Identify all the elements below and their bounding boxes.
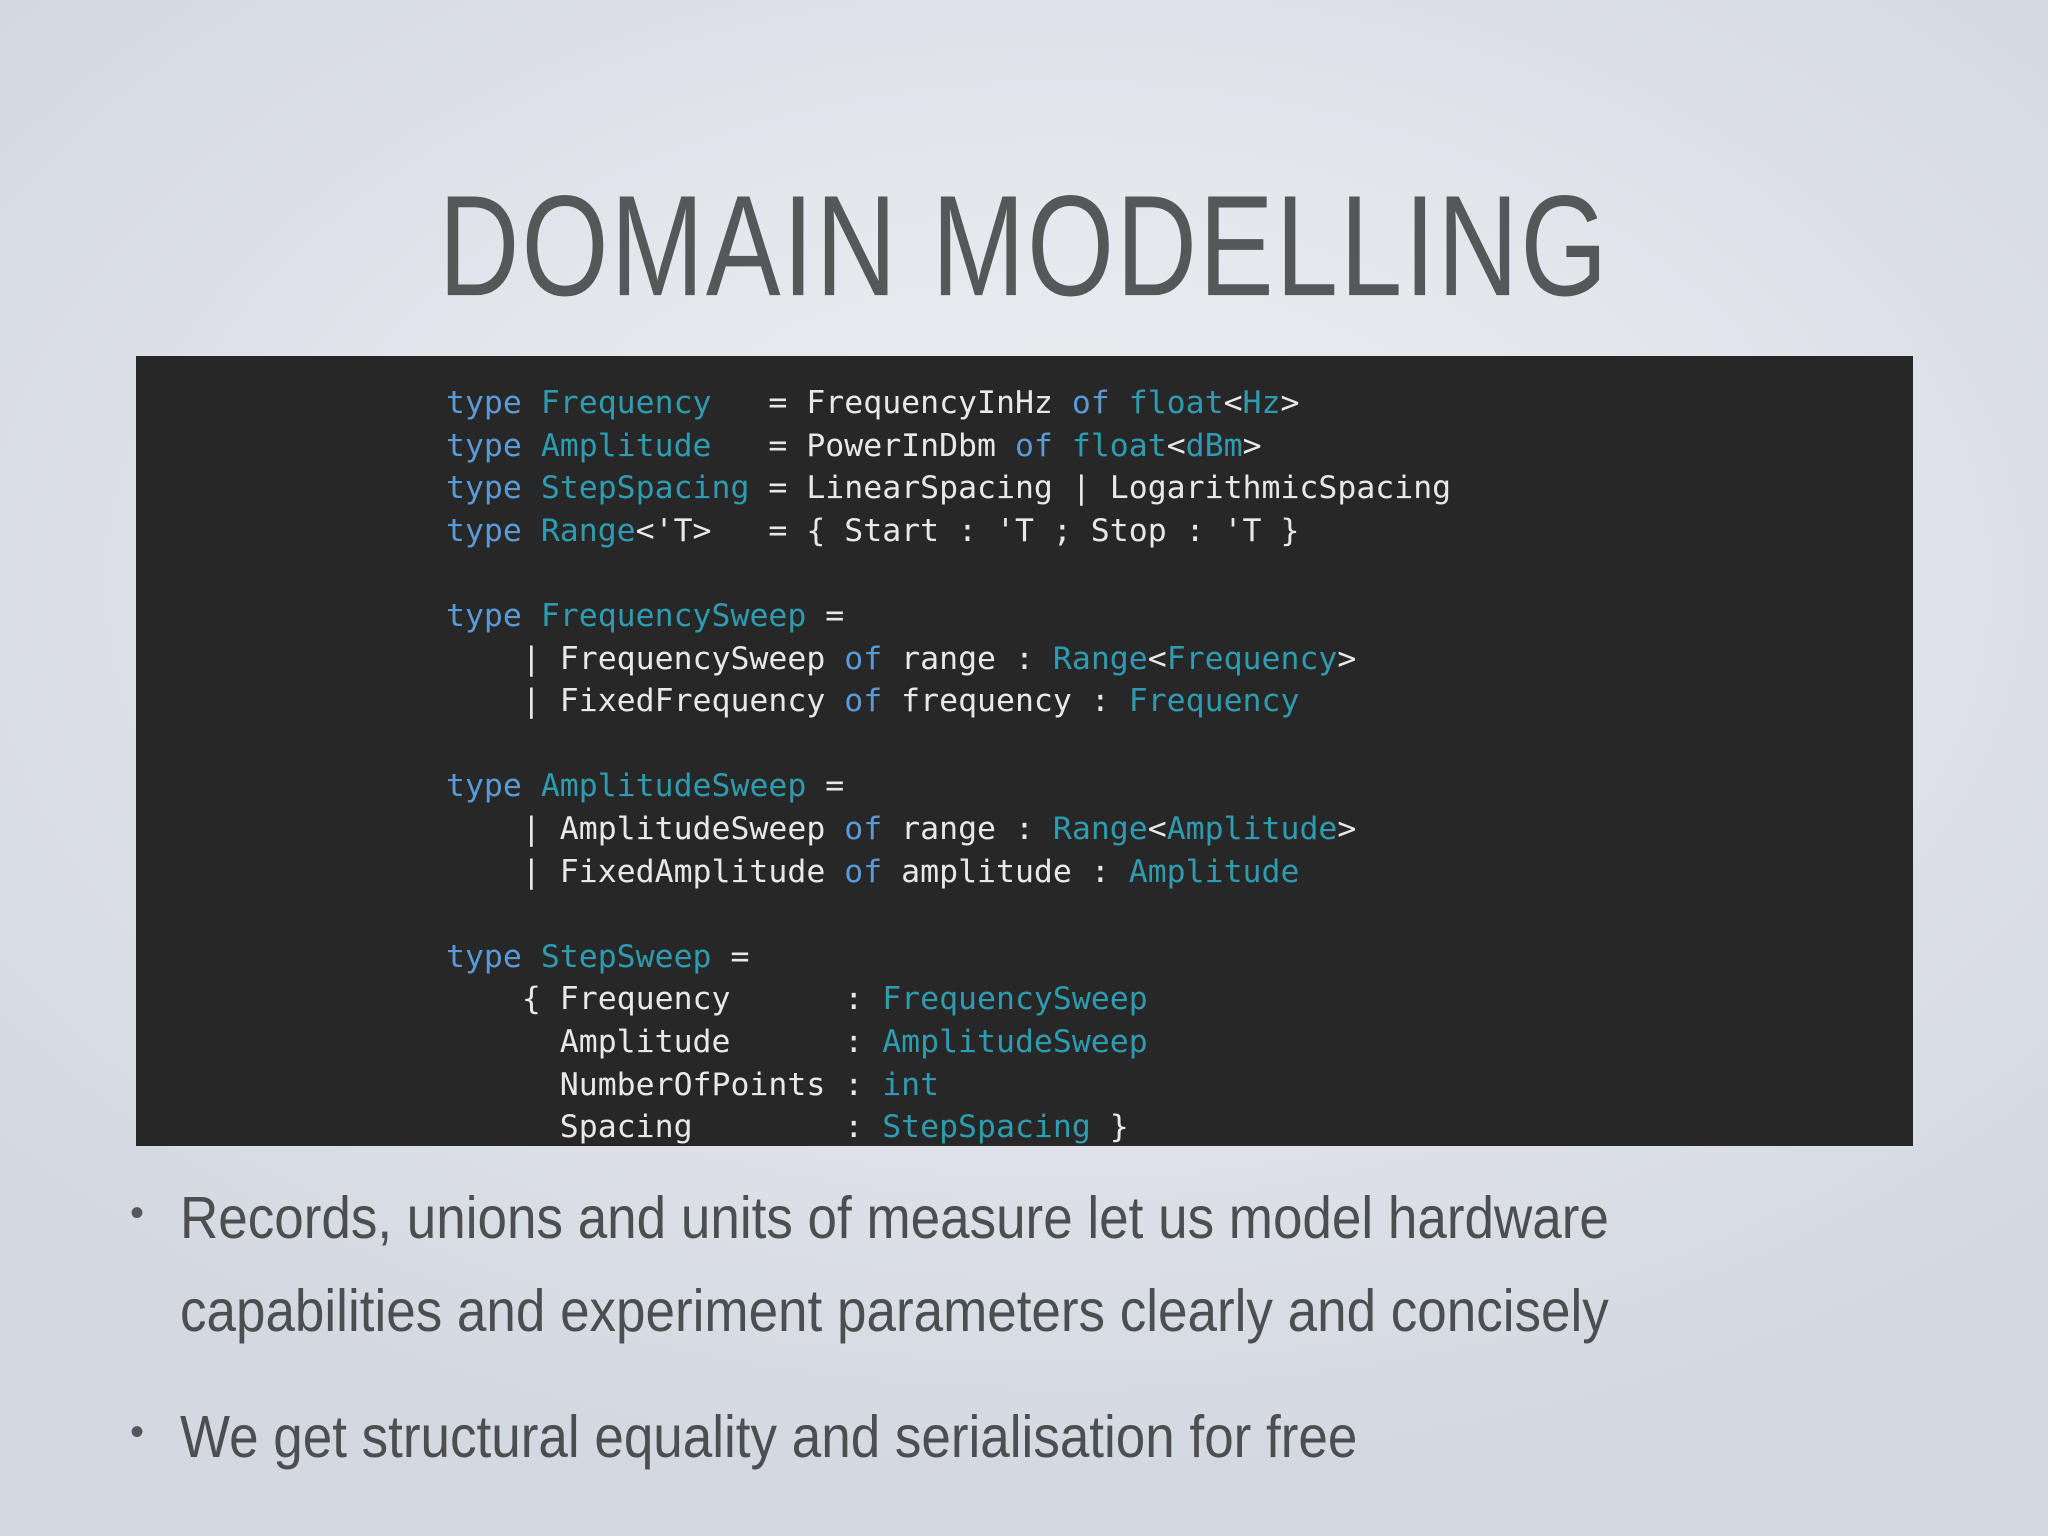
code-token-type: Range — [1052, 810, 1148, 847]
list-item-text: Records, unions and units of measure let… — [180, 1185, 1609, 1345]
list-item-text: We get structural equality and serialisa… — [180, 1404, 1358, 1471]
code-line: type Amplitude = PowerInDbm of float<dBm… — [446, 425, 1913, 468]
code-token-type: Amplitude — [1128, 853, 1300, 890]
list-item: • Records, unions and units of measure l… — [118, 1172, 1948, 1344]
code-token-type: Amplitude — [1166, 810, 1338, 847]
code-token-plain: = — [711, 938, 750, 975]
code-token-keyword: of — [844, 640, 902, 677]
page-title: DOMAIN MODELLING — [438, 165, 1610, 326]
code-token-plain: > — [1337, 810, 1357, 847]
code-line: | FixedAmplitude of amplitude : Amplitud… — [446, 851, 1913, 894]
code-token-plain: < — [1147, 640, 1167, 677]
bullet-list: • Records, unions and units of measure l… — [118, 1172, 1948, 1474]
code-token-plain: Amplitude : — [446, 1023, 883, 1060]
code-token-plain: | FixedAmplitude — [446, 853, 845, 890]
code-token-plain: | FrequencySweep — [446, 640, 845, 677]
code-token-type: Range — [1052, 640, 1148, 677]
code-line: type Frequency = FrequencyInHz of float<… — [446, 382, 1913, 425]
code-token-keyword: type — [446, 938, 541, 975]
code-line — [446, 723, 1913, 766]
code-line: type StepSweep = — [446, 936, 1913, 979]
code-content: type Frequency = FrequencyInHz of float<… — [136, 382, 1913, 1146]
code-token-plain: = { Start : 'T ; Stop : 'T } — [711, 512, 1300, 549]
code-token-plain: < — [1147, 810, 1167, 847]
code-token-plain: < — [1223, 385, 1243, 421]
code-token-plain: } — [1090, 1109, 1129, 1146]
code-line: type StepSpacing = LinearSpacing | Logar… — [446, 467, 1913, 510]
code-token-plain: amplitude : — [901, 853, 1129, 890]
code-line — [446, 893, 1913, 936]
code-token-keyword: type — [446, 427, 541, 464]
code-token-type: StepSpacing — [882, 1109, 1091, 1146]
code-token-plain: range : — [901, 810, 1053, 847]
code-token-plain: range : — [901, 640, 1053, 677]
code-token-plain: frequency : — [901, 683, 1129, 720]
code-token-type: Frequency — [1166, 640, 1338, 677]
code-token-type: StepSpacing — [540, 470, 750, 507]
code-token-plain: <'T> — [635, 512, 712, 549]
code-block: type Frequency = FrequencyInHz of float<… — [136, 356, 1913, 1146]
code-token-keyword: of — [844, 810, 902, 847]
code-line — [446, 552, 1913, 595]
code-token-plain: > — [1280, 385, 1300, 421]
bullet-marker-icon: • — [130, 1191, 145, 1235]
code-token-type: Frequency — [1128, 683, 1300, 720]
code-token-type: float — [1128, 385, 1224, 421]
code-line: type Range<'T> = { Start : 'T ; Stop : '… — [446, 510, 1913, 553]
code-line: | AmplitudeSweep of range : Range<Amplit… — [446, 808, 1913, 851]
code-line: type FrequencySweep = — [446, 595, 1913, 638]
code-token-keyword: of — [1014, 427, 1072, 464]
code-token-type: FrequencySweep — [540, 597, 807, 634]
code-token-type: int — [882, 1066, 940, 1103]
code-token-plain: | FixedFrequency — [446, 683, 845, 720]
code-token-keyword: of — [844, 853, 902, 890]
code-token-keyword: type — [446, 768, 541, 805]
code-token-plain: = PowerInDbm — [711, 427, 1015, 464]
code-token-plain: = FrequencyInHz — [711, 385, 1072, 421]
code-line: Spacing : StepSpacing } — [446, 1106, 1913, 1146]
code-line: | FixedFrequency of frequency : Frequenc… — [446, 680, 1913, 723]
code-token-plain: > — [1337, 640, 1357, 677]
code-token-plain: = — [806, 768, 845, 805]
code-token-type: AmplitudeSweep — [540, 768, 807, 805]
code-token-plain: Spacing : — [446, 1109, 883, 1146]
code-token-type: Frequency — [540, 385, 712, 421]
code-line: | FrequencySweep of range : Range<Freque… — [446, 638, 1913, 681]
code-token-type: float — [1071, 427, 1167, 464]
code-token-keyword: of — [1071, 385, 1129, 421]
code-token-type: FrequencySweep — [882, 981, 1148, 1018]
code-token-type: AmplitudeSweep — [882, 1023, 1148, 1060]
code-token-plain: = LinearSpacing | LogarithmicSpacing — [749, 470, 1452, 507]
bullet-marker-icon: • — [130, 1410, 145, 1454]
code-line: NumberOfPoints : int — [446, 1064, 1913, 1107]
code-token-plain: { Frequency : — [446, 981, 883, 1018]
code-token-plain: < — [1166, 427, 1186, 464]
code-token-keyword: type — [446, 385, 541, 421]
code-token-type: Amplitude — [540, 427, 712, 464]
code-token-type: StepSweep — [540, 938, 712, 975]
code-token-type: Hz — [1242, 385, 1281, 421]
list-item: • We get structural equality and seriali… — [118, 1391, 1948, 1474]
code-line: { Frequency : FrequencySweep — [446, 978, 1913, 1021]
code-token-keyword: of — [844, 683, 902, 720]
code-token-plain: > — [1242, 427, 1262, 464]
code-line: Amplitude : AmplitudeSweep — [446, 1021, 1913, 1064]
code-token-plain: = — [806, 597, 845, 634]
code-token-keyword: type — [446, 470, 541, 507]
code-token-type: dBm — [1185, 427, 1243, 464]
code-token-keyword: type — [446, 512, 541, 549]
code-token-type: Range — [540, 512, 636, 549]
code-token-plain: NumberOfPoints : — [446, 1066, 883, 1103]
code-token-keyword: type — [446, 597, 541, 634]
code-token-plain: | AmplitudeSweep — [446, 810, 845, 847]
code-line: type AmplitudeSweep = — [446, 765, 1913, 808]
